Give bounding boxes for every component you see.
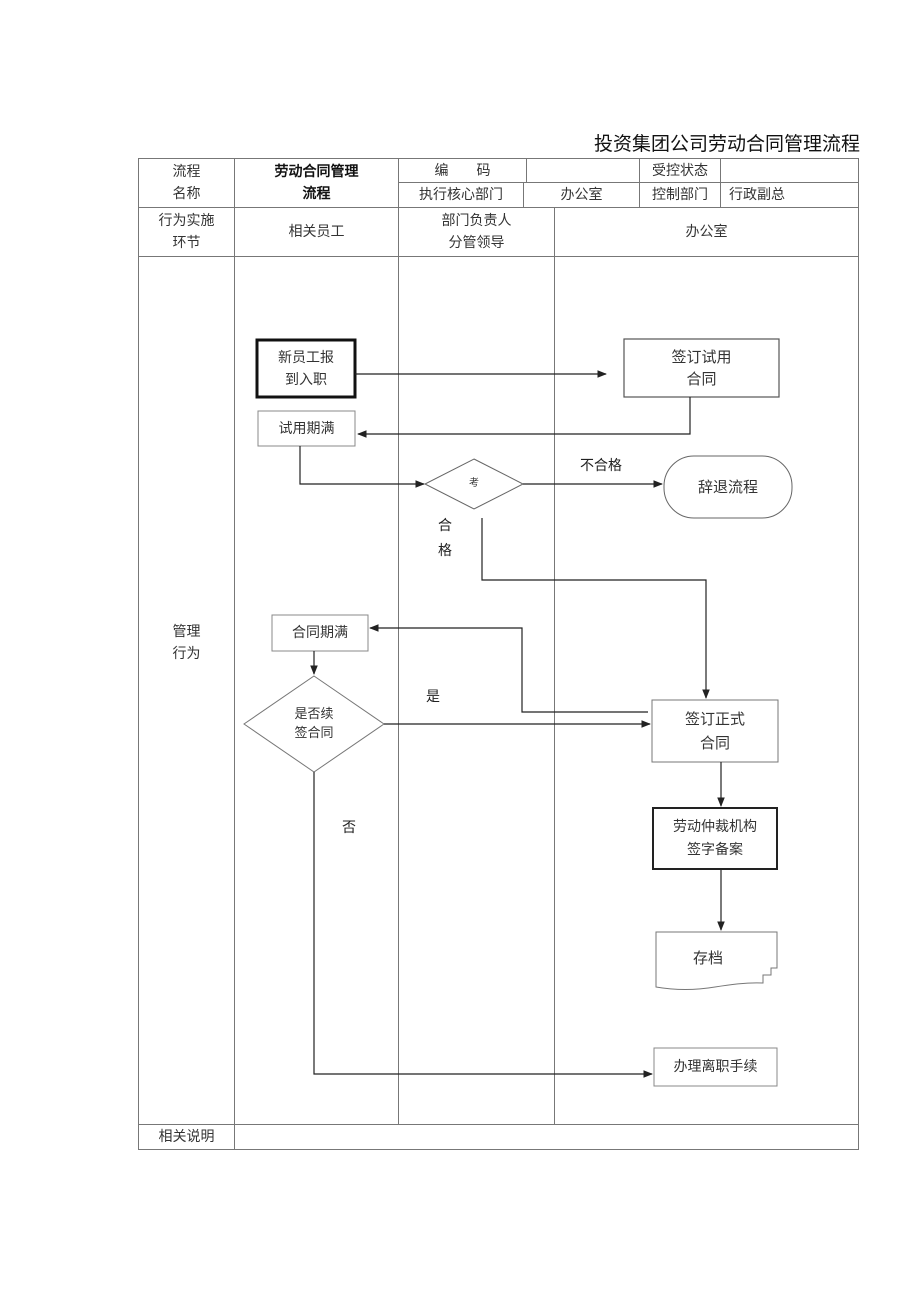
node-new-employee-label: 新员工报 到入职 <box>278 349 334 388</box>
control-dept-value: 行政副总 <box>729 187 785 203</box>
edge-assess-to-formal <box>481 518 710 699</box>
exec-dept-value: 办公室 <box>560 187 603 203</box>
node-resign-box <box>653 1047 778 1087</box>
node-resign-label: 办理离职手续 <box>673 1059 758 1075</box>
lane-employee-header: 相关员工 <box>288 224 345 240</box>
node-new-employee-box <box>255 338 357 399</box>
node-sign-trial-label: 签订试用 合同 <box>671 348 732 388</box>
lane-office-header: 办公室 <box>685 224 728 240</box>
flow-name-label: 流程 名称 <box>172 164 201 202</box>
document-title: 投资集团公司劳动合同管理流程 <box>593 133 860 155</box>
edge-formal-to-contract-expire <box>369 624 648 713</box>
node-trial-expire-box <box>257 410 356 447</box>
node-sign-formal-box <box>651 699 779 763</box>
node-sign-formal-label: 签订正式 合同 <box>684 710 745 752</box>
node-archive-label: 存档 <box>692 949 723 967</box>
node-archive-document <box>655 931 778 990</box>
flow-name-value: 劳动合同管理 流程 <box>274 164 359 202</box>
node-trial-expire-label: 试用期满 <box>278 420 335 437</box>
edge-label-fail: 不合格 <box>580 458 622 474</box>
exec-dept-label: 执行核心部门 <box>419 187 503 203</box>
node-dismiss-terminator <box>663 455 793 519</box>
node-contract-expire-box <box>271 614 369 652</box>
lane-leader-header: 部门负责人 分管领导 <box>441 213 512 251</box>
node-assess-label: 考 <box>469 478 479 489</box>
notes-row-label: 相关说明 <box>158 1129 215 1145</box>
node-assess-diamond <box>423 458 525 510</box>
node-dismiss-label: 辞退流程 <box>697 478 758 496</box>
control-dept-label: 控制部门 <box>652 187 708 203</box>
node-arbitration-label: 劳动仲裁机构 签字备案 <box>673 818 757 858</box>
edge-label-yes: 是 <box>426 689 440 705</box>
edge-expire-to-assess <box>299 446 425 488</box>
node-sign-trial-box <box>623 338 780 398</box>
node-renew-label: 是否续 签合同 <box>294 707 334 741</box>
edge-trial-to-expire <box>357 397 691 438</box>
edge-label-no: 否 <box>342 820 356 836</box>
node-contract-expire-label: 合同期满 <box>292 625 348 641</box>
management-row-label: 管理 行为 <box>172 624 201 662</box>
edge-label-pass: 合 格 <box>438 518 452 559</box>
control-status-label: 受控状态 <box>652 162 708 179</box>
stage-label: 行为实施 环节 <box>158 213 215 251</box>
edge-renew-no-to-resign <box>313 772 653 1078</box>
node-arbitration-box <box>652 807 778 870</box>
code-label: 编 码 <box>434 162 491 179</box>
